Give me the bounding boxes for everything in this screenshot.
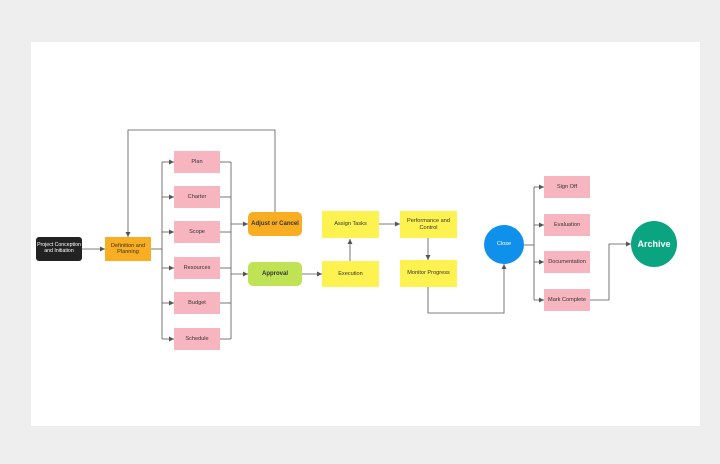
node-performance-control: Performance and Control — [400, 211, 457, 238]
node-label: Scope — [189, 228, 205, 235]
node-label: Assign Tasks — [334, 221, 367, 228]
node-documentation: Documentation — [544, 251, 590, 273]
node-scope: Scope — [174, 221, 220, 243]
node-adjust-or-cancel: Adjust or Cancel — [248, 212, 302, 236]
node-label: Charter — [187, 193, 207, 200]
node-label: Plan — [191, 158, 203, 165]
node-plan: Plan — [174, 151, 220, 173]
node-label: Performance and Control — [407, 218, 450, 231]
node-label: Monitor Progress — [407, 270, 450, 277]
node-label: Project Conception and Initiation — [37, 242, 81, 254]
node-label: Budget — [188, 299, 206, 306]
node-assign-tasks: Assign Tasks — [322, 211, 379, 238]
node-label: Schedule — [185, 335, 209, 342]
node-label: Sign Off — [556, 183, 578, 190]
node-label: Archive — [637, 238, 671, 249]
node-close: Close — [484, 225, 524, 264]
node-budget: Budget — [174, 292, 220, 314]
node-evaluation: Evaluation — [544, 214, 590, 236]
node-monitor-progress: Monitor Progress — [400, 260, 457, 287]
node-approval: Approval — [248, 262, 302, 286]
node-definition-planning: Definition and Planning — [105, 237, 151, 261]
node-charter: Charter — [174, 186, 220, 208]
node-label: Resources — [183, 264, 211, 271]
node-label: Adjust or Cancel — [251, 220, 299, 227]
node-label: Execution — [338, 270, 363, 277]
node-project-conception: Project Conception and Initiation — [36, 237, 82, 261]
node-mark-complete: Mark Complete — [544, 289, 590, 311]
node-sign-off: Sign Off — [544, 176, 590, 198]
node-schedule: Schedule — [174, 328, 220, 350]
node-label: Close — [496, 241, 512, 248]
node-resources: Resources — [174, 257, 220, 279]
node-label: Mark Complete — [548, 296, 586, 303]
node-label: Approval — [261, 270, 288, 277]
node-label: Definition and Planning — [110, 242, 146, 255]
node-label: Documentation — [548, 258, 586, 265]
node-archive: Archive — [631, 221, 677, 267]
node-execution: Execution — [322, 261, 379, 287]
node-label: Evaluation — [553, 221, 581, 228]
